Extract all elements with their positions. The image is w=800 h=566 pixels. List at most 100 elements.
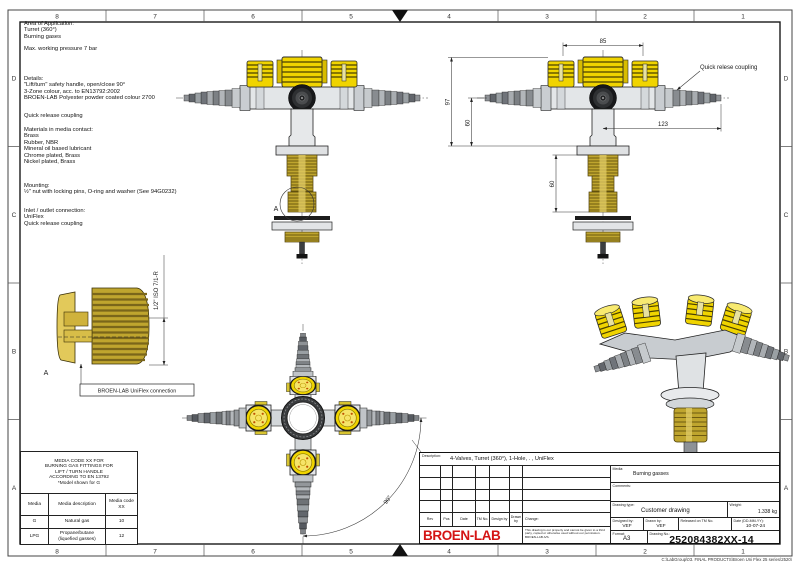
signature-row: Designed by: VEF Drawn by: VEF Released … (611, 518, 779, 531)
title-block: Description: 4-Valves, Turret (360°), 1-… (419, 452, 780, 546)
cell-media: G (21, 516, 49, 528)
note-line: Mounting: (24, 183, 50, 189)
dim-60-lower: 60 (550, 180, 556, 187)
drawn-by-value: VEF (656, 524, 666, 529)
svg-text:B: B (784, 349, 788, 356)
file-path-note: C:\LabGroup\03. FINAL PRODUCTS\Broen Uni… (661, 557, 792, 562)
media-label: Media: (612, 467, 624, 471)
center-mark-top (392, 10, 408, 22)
table-row: G Natural gas 10 (21, 516, 137, 529)
svg-text:A: A (784, 485, 789, 492)
media-title-line: ACCORDING TO EN 13792 (49, 475, 109, 481)
note-line: UniFlex (24, 214, 44, 221)
notes-materials: Materials in media contact: Brass Rubber… (24, 127, 93, 165)
title-block-info: Media: Burning gasses Comments: Drawing … (611, 466, 779, 546)
cell-code: 12 (118, 533, 125, 539)
cell-code: 10 (118, 519, 125, 525)
notes-pressure: Max. working pressure 7 bar (24, 46, 97, 52)
revision-table: Rev Pos Date TM No. Design by Drawn by C… (420, 466, 611, 543)
svg-text:4: 4 (447, 14, 451, 21)
svg-text:1: 1 (741, 549, 745, 556)
media-table-header: Media Media description Media code XX (21, 494, 137, 516)
detail-a-view: A 1/2" ISO 7/1-R BROEN-LAB UniFlex conne… (44, 255, 195, 397)
detail-a-label: A (44, 370, 49, 377)
note-line: Quick release coupling (24, 220, 83, 227)
svg-text:BROEN-LAB UniFlex connection: BROEN-LAB UniFlex connection (98, 389, 177, 395)
svg-text:6: 6 (251, 549, 255, 556)
cell-description: Natural gas (49, 516, 106, 528)
notes-mounting: Mounting: ½" nut with locking pins, O-ri… (24, 183, 177, 196)
center-mark-bottom (392, 544, 408, 556)
note-line: Quick release coupling (24, 113, 83, 119)
weight-value: 1.338 kg (757, 509, 777, 515)
media-title-line: MEDIA CODE XX FOR (54, 458, 104, 464)
revision-empty-row (420, 477, 610, 490)
note-line: Materials in media contact: (24, 127, 93, 133)
note-line: Details: (24, 76, 44, 82)
date-header: Date (453, 513, 476, 526)
date-label: Date (DD-MM-YY): (733, 519, 764, 523)
note-line: Mineral oil based lubricant (24, 146, 92, 153)
quick-release-callout: Quick relese coupling (676, 65, 757, 91)
svg-text:1: 1 (741, 14, 745, 21)
note-line: Burning gases (24, 33, 62, 40)
svg-text:5: 5 (349, 14, 353, 21)
media-value: Burning gasses (633, 471, 669, 477)
svg-text:2: 2 (643, 14, 647, 21)
detail-a-mark: A (274, 206, 279, 213)
revision-empty-row (420, 501, 610, 513)
svg-text:5: 5 (349, 549, 353, 556)
svg-text:6: 6 (251, 14, 255, 21)
svg-text:B: B (12, 349, 16, 356)
drawing-type-label: Drawing type: (612, 503, 635, 507)
col-header-description: Media description (49, 494, 106, 515)
disclaimer-text: This drawing is our property and cannot … (522, 527, 610, 543)
svg-text:8: 8 (55, 14, 59, 21)
svg-text:3: 3 (545, 14, 549, 21)
note-line: Nickel plated, Brass (24, 159, 76, 166)
format-label: Format: (612, 532, 625, 536)
drawing-number-row: Format: A3 Drawing No.: 252084382XX-14 (611, 531, 779, 546)
svg-text:7: 7 (153, 14, 157, 21)
drawing-no-label: Drawing No.: (649, 532, 671, 536)
dimensions: 85 97 60 123 60 (446, 39, 722, 213)
top-view: 90° (182, 324, 428, 544)
cell-description: Propane/butane (liquefied gasses) (49, 529, 106, 544)
description-label: Description: (422, 454, 441, 458)
svg-text:8: 8 (55, 549, 59, 556)
cell-media: LPG (21, 529, 49, 544)
design-by-header: Design by (490, 513, 510, 526)
note-line: Brass (24, 133, 39, 140)
dim-85: 85 (600, 39, 607, 45)
table-row: LPG Propane/butane (liquefied gasses) 12 (21, 529, 137, 544)
media-row: Media: Burning gasses (611, 466, 779, 483)
description-value: 4-Valves, Turret (360°), 1-Hole, . , Uni… (450, 456, 554, 462)
description-row: Description: 4-Valves, Turret (360°), 1-… (420, 453, 779, 466)
drawing-no-value: 252084382XX-14 (669, 533, 754, 546)
note-line: Area of Application: (24, 21, 74, 27)
media-title-line: LIFT / TURN HANDLE (55, 469, 103, 475)
note-line: Turret (360°) (24, 27, 57, 34)
notes-inlet-outlet: Inlet / outlet connection: UniFlex Quick… (24, 208, 85, 227)
weight-label: Weight: (729, 503, 742, 507)
side-view: 85 97 60 123 60 Quick relese coupling (446, 39, 757, 264)
angle-dimension: 90° (302, 417, 423, 538)
note-line: Rubber, NBR (24, 139, 59, 146)
tm-no-header: TM No. (476, 513, 490, 526)
svg-text:C: C (784, 212, 789, 219)
date-value: 10-07-24 (745, 524, 766, 529)
svg-text:A: A (12, 485, 17, 492)
media-title-line: *Model shown for G (57, 480, 101, 486)
notes-application: Area of Application: Turret (360°) Burni… (24, 21, 74, 40)
svg-text:3: 3 (545, 549, 549, 556)
col-header-code: Media code XX (109, 499, 134, 510)
iso-view (591, 293, 792, 460)
detail-a-circle (279, 186, 315, 222)
released-label: Released on TM No. (680, 519, 714, 523)
note-line: Chrome plated, Brass (24, 152, 81, 159)
svg-text:C: C (12, 212, 17, 219)
comments-row: Comments: (611, 483, 779, 502)
revision-grid (420, 466, 610, 513)
drawn-by-label: Drawn by: (645, 519, 662, 523)
